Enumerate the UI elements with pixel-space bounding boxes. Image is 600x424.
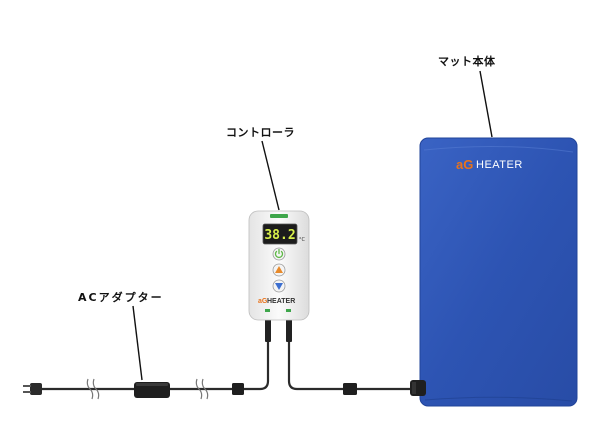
svg-text:HEATER: HEATER [476,159,523,171]
svg-text:aG: aG [258,298,268,305]
temperature-unit: °C [299,237,306,243]
temperature-display [262,223,298,245]
mat-connector [410,380,426,396]
ac-adapter-label: ACアダプター [78,291,164,304]
port-marker [265,309,270,312]
controller-label: コントローラ [226,126,295,139]
cable-break-icon [195,378,209,400]
cable-strain-relief [286,318,292,342]
ferrite-core [232,383,244,395]
power-cable [38,338,414,391]
ac-plug-icon [23,383,42,395]
ferrite-core [343,383,357,395]
triangle-up-icon [275,266,283,273]
svg-text:aG: aG [456,157,473,172]
leader-line-ac [132,305,143,381]
controller-status-tab [270,214,288,218]
cable-break-icon [86,378,100,400]
triangle-down-icon [275,283,283,290]
leader-line-mat [479,70,493,138]
svg-text:HEATER: HEATER [267,298,295,305]
power-button[interactable] [272,247,286,261]
temperature-display-value: 38.2 [264,228,295,243]
port-marker [286,309,291,312]
ac-adapter [134,382,170,398]
leader-line-controller [261,140,280,211]
mat-label: マット本体 [438,55,496,68]
controller: 38.2 °C aG HEATER [248,210,310,321]
temperature-down-button[interactable] [272,279,286,293]
temperature-up-button[interactable] [272,263,286,277]
power-icon [274,248,284,259]
mat-brand-logo: aG HEATER [456,157,523,172]
heater-mat: aG HEATER [419,137,578,407]
cable-strain-relief [265,318,271,342]
controller-brand-logo: aG HEATER [258,298,295,305]
